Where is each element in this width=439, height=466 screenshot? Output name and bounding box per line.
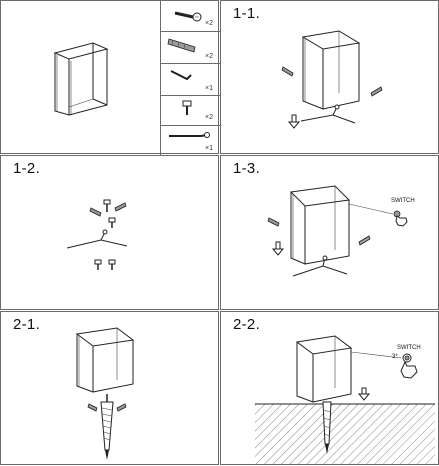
qty-bolt: ×2 [205,114,213,121]
spike-icon [100,394,114,460]
spike-icon [169,132,210,138]
step-1-1-panel: 1-1. [220,0,439,154]
switch-label: SWITCH [391,198,415,204]
anchor-right-icon [370,86,383,97]
anchor-right-icon [358,235,371,246]
step-1-3-panel: 1-3. SWITCH [220,155,439,310]
bolt-top-icon [103,199,111,212]
qty-screw: ×2 [205,20,213,27]
step-1-3-label: 1-3. [233,160,261,177]
arrow-down-icon [357,387,371,401]
step-2-2-label: 2-2. [233,316,261,333]
part-spike-row: ×1 [161,125,221,155]
part-screw-row: ×2 [161,1,221,32]
table-illustration [53,42,109,116]
qty-spike: ×1 [205,145,213,152]
overview-panel: ×2 ×2 ×1 ×2 [0,0,221,155]
parts-list: ×2 ×2 ×1 ×2 [160,1,221,155]
step-2-2-panel: 2-2. SWITCH [220,311,439,465]
arrow-down-icon [271,241,285,256]
bolt-icon [182,100,192,115]
step-1-2-illustration [66,199,128,270]
bolt-bottom-left-icon [94,259,102,270]
step-2-1-label: 2-1. [13,316,41,333]
step-1-2-label: 1-2. [13,160,41,177]
rotation-label: 3* [392,354,398,360]
step-1-1-label: 1-1. [233,5,261,22]
bolt-bottom-right-icon [108,259,116,270]
anchor-top-left-icon [89,207,102,217]
anchor-left-icon [281,66,294,77]
part-bolt-row: ×2 [161,95,221,126]
part-hexkey-row: ×1 [161,63,221,96]
screw-icon [174,11,202,22]
step-2-2-illustration [255,335,435,464]
anchor-left-icon [267,217,280,227]
anchor-top-right-icon [114,202,127,212]
step-1-3-illustration [267,185,408,277]
anchor-right-icon [116,403,127,412]
qty-anchor: ×2 [205,53,213,60]
step-1-2-panel: 1-2. [0,155,219,310]
bolt-mid-icon [108,217,116,228]
finger-press-icon [350,351,418,379]
hex-key-icon [170,70,192,81]
arrow-down-icon [287,114,301,129]
switch-label: SWITCH [397,345,421,351]
step-2-1-illustration [75,327,135,460]
step-2-1-panel: 2-1. [0,311,219,465]
part-anchor-row: ×2 [161,31,221,64]
finger-press-icon [348,203,408,227]
qty-hexkey: ×1 [205,85,213,92]
anchor-icon [167,38,196,53]
anchor-left-icon [87,403,98,412]
step-1-1-illustration [281,30,383,129]
ground [255,404,435,464]
